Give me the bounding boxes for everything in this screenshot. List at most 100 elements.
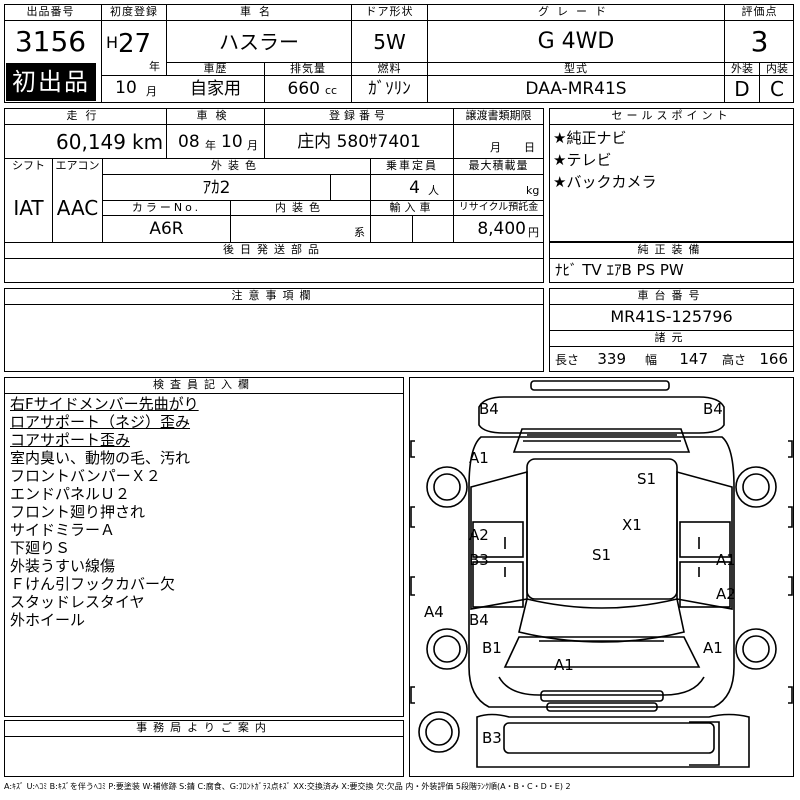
plate-label: 登録番号 [329,109,389,122]
inspection-month-unit: 月 [247,139,258,152]
damage-mark: S1 [592,546,611,564]
interior-color-unit: 系 [354,226,365,239]
dimensions-label: 諸元 [654,331,689,344]
specs-panel [4,108,544,283]
grade-label: グレード [538,5,614,18]
fuel-label: 燃料 [377,62,402,75]
damage-mark: B4 [469,611,489,629]
capacity: 4 [409,178,420,198]
era-letter: H [106,34,119,52]
door-type-label: ドア形状 [365,5,414,18]
displacement-label: 排気量 [290,62,326,75]
load-unit: kg [526,184,540,197]
door-type: 5W [373,30,406,54]
equipment-panel [549,242,794,283]
width-value: 147 [679,350,708,368]
caution-panel [4,288,544,372]
recycle-deposit-label: リサイクル預託金 [458,202,539,213]
transfer-day-unit: 日 [524,141,535,154]
registration-year: 27 [118,29,152,59]
grade: G 4WD [537,29,615,54]
remark-line: フロント廻り押され [10,503,146,521]
interior-grade: C [770,77,784,101]
first-listing-badge [6,63,96,101]
transfer-month-unit: 月 [490,141,501,154]
inspection-year-unit: 年 [205,139,216,152]
remark-line: 外装うすい線傷 [10,557,116,575]
remark-line: 右Fサイドメンバー先曲がり [10,395,199,413]
model-label: 型式 [564,62,588,75]
office-label: 事務局よりご案内 [136,721,272,734]
registration-month: 10 [115,78,137,98]
vehicle-history: 自家用 [190,79,241,99]
interior-color-label: 内装色 [275,201,326,214]
shift-label: シフト [12,159,45,172]
exterior-grade: D [734,77,750,101]
month-unit: 月 [146,85,157,98]
inspection-label: 車検 [196,109,235,122]
remark-line: 室内臭い、動物の毛、汚れ [10,449,191,467]
inspection-year: 08 [178,132,200,152]
car-name-label: 車名 [240,5,278,18]
legend-text: A:ｷｽﾞ U:ﾍｺﾐ B:ｷｽﾞを伴うﾍｺﾐ P:要塗装 W:補修跡 S:錆 … [4,782,571,791]
car-name: ハスラー [219,30,299,54]
remark-line: ロアサポート（ネジ）歪み [10,413,191,431]
office-panel [4,720,404,777]
damage-mark: B3 [482,729,502,747]
aircon-type: AAC [56,196,99,220]
length-value: 339 [597,350,626,368]
recycle-unit: 円 [528,226,539,239]
score: 3 [750,25,769,58]
remark-line: エンドパネルＵ２ [10,485,131,503]
recycle-deposit: 8,400 [477,219,526,239]
damage-mark: A2 [469,526,489,544]
damage-mark: S1 [637,470,656,488]
exterior-label: 外装 [731,62,753,75]
sales-point: ★純正ナビ [553,129,627,147]
displacement-unit: cc [325,84,338,97]
inspector-remarks: 右Fサイドメンバー先曲がり ロアサポート（ネジ）歪み コアサポート歪み 室内臭い… [10,395,400,629]
lot-number-label: 出品番号 [26,5,75,18]
import-car-label: 輸入車 [389,201,435,214]
remark-line: コアサポート歪み [10,431,131,449]
remark-line: スタッドレスタイヤ [10,593,145,611]
inspector-label: 検査員記入欄 [153,378,255,391]
remark-line: Ｆけん引フックカバー欠 [10,575,176,593]
chassis-number-label: 車台番号 [637,289,706,302]
width-label: 幅 [645,353,658,367]
remark-line: 外ホイール [10,611,86,629]
color-number: A6R [149,219,184,239]
year-unit: 年 [149,60,160,73]
damage-mark: B3 [469,551,489,569]
color-number-label: カラーNo. [131,201,202,214]
first-listing-badge-text: 初出品 [12,68,90,96]
damage-mark: A1 [716,551,736,569]
height-value: 166 [759,350,788,368]
sales-point: ★テレビ [553,151,612,169]
exterior-color-label: 外装色 [211,159,262,172]
mileage-unit: km [132,130,162,154]
sales-point-panel [549,108,794,242]
damage-mark: A4 [424,603,444,621]
fuel-type: ｶﾞｿﾘﾝ [368,79,411,99]
chassis-number: MR41S-125796 [610,307,733,326]
equipment-label: 純正装備 [637,243,706,256]
damage-mark: A2 [716,585,736,603]
damage-mark: A1 [554,656,574,674]
capacity-label: 乗車定員 [386,159,438,172]
damage-mark: A1 [703,639,723,657]
mileage: 60,149 [56,130,126,154]
length-label: 長さ [555,353,580,367]
first-registration-label: 初度登録 [110,5,158,18]
damage-mark: A1 [469,449,489,467]
capacity-unit: 人 [428,184,439,197]
later-parts-label: 後日発送部品 [223,243,325,256]
inspector-panel [4,377,404,717]
remark-line: サイドミラーＡ [10,521,116,539]
aircon-label: エアコン [55,159,100,172]
exterior-color: ｱｶ2 [202,178,231,198]
sales-point-label: セールスポイント [611,109,732,122]
height-label: 高さ [722,353,747,367]
displacement: 660 [287,79,320,99]
history-label: 車歴 [203,62,228,75]
